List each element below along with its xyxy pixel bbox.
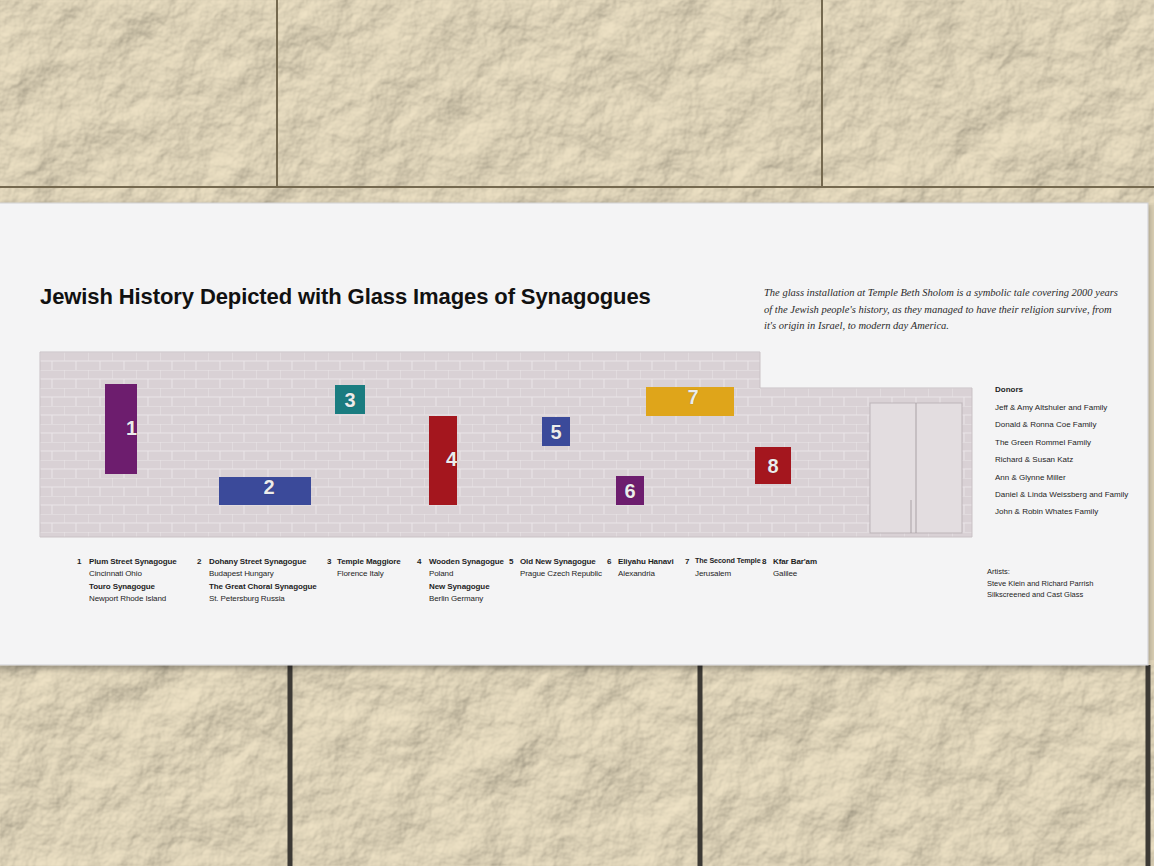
glass-panel: 8 xyxy=(755,447,791,484)
synagogue-place: Galilee xyxy=(773,569,797,578)
key-number: 2 xyxy=(197,557,201,566)
synagogue-name: Temple Maggiore xyxy=(337,557,401,566)
synagogue-place: Prague Czech Republic xyxy=(520,569,602,578)
donor-name: Ann & Glynne Miller xyxy=(995,473,1066,482)
callout-number: 5 xyxy=(550,422,561,442)
callout-number: 4 xyxy=(446,449,457,469)
key-number: 8 xyxy=(762,557,766,566)
sign-post xyxy=(290,665,1148,866)
glass-panel: 3 xyxy=(335,385,365,414)
synagogue-place: Berlin Germany xyxy=(429,594,483,603)
synagogue-place: Alexandria xyxy=(618,569,655,578)
key-number: 1 xyxy=(77,557,81,566)
stone-joint xyxy=(0,0,1154,187)
artist-names: Steve Klein and Richard Parrish xyxy=(987,580,1093,589)
synagogue-place: Jerusalem xyxy=(695,569,731,578)
synagogue-place: Cincinnati Ohio xyxy=(89,569,142,578)
donor-name: Jeff & Amy Altshuler and Family xyxy=(995,403,1107,412)
synagogue-name: New Synagogue xyxy=(429,582,490,591)
glass-panel: 6 xyxy=(616,476,644,505)
synagogue-name: Plum Street Synagogue xyxy=(89,557,177,566)
donors-heading: Donors xyxy=(995,385,1023,394)
synagogue-place: Budapest Hungary xyxy=(209,569,274,578)
synagogue-name: Touro Synagogue xyxy=(89,582,155,591)
callout-number: 7 xyxy=(687,387,698,407)
synagogue-place: Poland xyxy=(429,569,453,578)
callout-number: 2 xyxy=(263,477,274,497)
synagogue-name: The Second Temple xyxy=(695,557,761,565)
callout-number: 3 xyxy=(344,390,355,410)
glass-panel: 5 xyxy=(542,417,570,446)
key-number: 4 xyxy=(417,557,421,566)
glass-panel: 2 xyxy=(219,477,311,505)
synagogue-name: The Great Choral Synagogue xyxy=(209,582,317,591)
sign-title: Jewish History Depicted with Glass Image… xyxy=(40,284,651,309)
callout-number: 6 xyxy=(624,481,635,501)
description-text: The glass installation at Temple Beth Sh… xyxy=(764,285,1126,335)
wall-elevation xyxy=(40,352,972,537)
donor-name: Richard & Susan Katz xyxy=(995,455,1073,464)
key-number: 3 xyxy=(327,557,331,566)
door-line xyxy=(911,403,916,533)
sign-panel xyxy=(0,203,1148,665)
door xyxy=(870,403,962,533)
synagogue-name: Wooden Synagogue xyxy=(429,557,504,566)
glass-panel: 4 xyxy=(429,416,457,505)
synagogue-name: Old New Synagogue xyxy=(520,557,596,566)
synagogue-place: St. Petersburg Russia xyxy=(209,594,285,603)
donor-name: John & Robin Whates Family xyxy=(995,507,1098,516)
glass-panel: 7 xyxy=(646,387,734,416)
stone-wall xyxy=(0,660,1154,866)
callout-number: 8 xyxy=(767,456,778,476)
synagogue-name: Dohany Street Synagogue xyxy=(209,557,306,566)
artists-heading: Artists: xyxy=(987,568,1010,577)
donor-name: Donald & Ronna Coe Family xyxy=(995,420,1096,429)
synagogue-name: Eliyahu Hanavi xyxy=(618,557,674,566)
synagogue-name: Kfar Bar'am xyxy=(773,557,817,566)
artist-medium: Silkscreened and Cast Glass xyxy=(987,591,1083,600)
stone-wall xyxy=(0,0,1154,205)
key-number: 7 xyxy=(685,557,689,566)
donor-name: The Green Rommel Family xyxy=(995,438,1091,447)
key-number: 5 xyxy=(509,557,513,566)
callout-number: 1 xyxy=(126,418,137,438)
synagogue-place: Newport Rhode Island xyxy=(89,594,166,603)
glass-panel: 1 xyxy=(105,384,137,474)
donor-name: Daniel & Linda Weissberg and Family xyxy=(995,490,1128,499)
synagogue-place: Florence Italy xyxy=(337,569,384,578)
key-number: 6 xyxy=(607,557,611,566)
